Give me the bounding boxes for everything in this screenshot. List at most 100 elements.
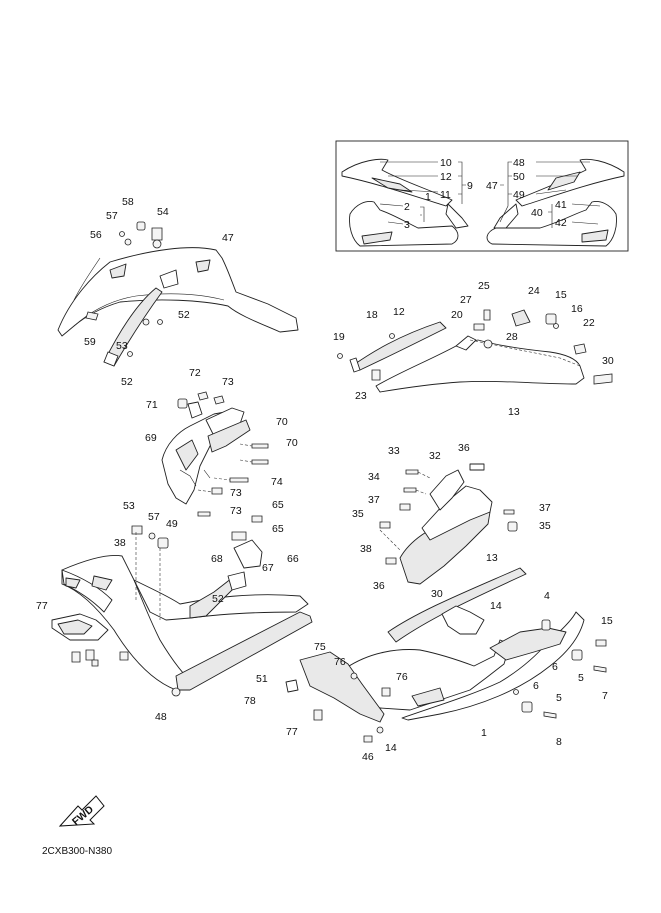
lower-side-panel	[51, 611, 313, 691]
callout: 77	[286, 726, 298, 738]
center-bracket-bolts	[197, 443, 269, 517]
callout: 5	[578, 672, 584, 684]
callout: 35	[352, 508, 364, 520]
callout: 70	[286, 437, 298, 449]
right-duct-assembly	[379, 463, 518, 585]
top-fasteners	[85, 221, 163, 357]
callout: 53	[123, 500, 135, 512]
callout: 32	[429, 450, 441, 462]
callout: 5	[556, 692, 562, 704]
callout: 52	[178, 309, 190, 321]
callout: 49	[513, 189, 525, 201]
callout: 22	[583, 317, 595, 329]
callout: 15	[555, 289, 567, 301]
callout: 11	[440, 189, 451, 201]
side-fasteners	[71, 515, 263, 697]
callout: 66	[287, 553, 299, 565]
upper-cowling	[57, 247, 299, 337]
callout: 76	[396, 671, 408, 683]
callout: 70	[276, 416, 288, 428]
callout: 73	[222, 376, 234, 388]
callout: 20	[451, 309, 463, 321]
callout: 8	[556, 736, 562, 748]
callout: 54	[157, 206, 169, 218]
callout: 52	[212, 593, 224, 605]
callout: 12	[440, 171, 452, 183]
callout: 65	[272, 499, 284, 511]
callout: 41	[555, 199, 567, 211]
center-bracket-assembly	[161, 391, 251, 505]
callout: 47	[486, 180, 498, 192]
callout-labels: 1 2 3 10 12 11 9 47 48 50 49 40 41 42 58…	[36, 157, 614, 763]
callout: 10	[440, 157, 452, 169]
callout: 68	[211, 553, 223, 565]
callout: 36	[458, 442, 470, 454]
callout: 77	[36, 600, 48, 612]
callout: 36	[373, 580, 385, 592]
inner-screen-panel	[103, 287, 163, 367]
bottom-mini-panel	[285, 651, 391, 723]
callout: 76	[334, 656, 346, 668]
callout: 37	[539, 502, 551, 514]
callout: 73	[230, 487, 242, 499]
callout: 16	[571, 303, 583, 315]
callout: 37	[368, 494, 380, 506]
fwd-arrow: FWD	[58, 795, 105, 828]
callout: 71	[146, 399, 158, 411]
callout: 4	[544, 590, 550, 602]
callout: 33	[388, 445, 400, 457]
callout: 6	[552, 661, 558, 673]
callout: 3	[404, 219, 410, 231]
callout: 49	[166, 518, 178, 530]
callout: 30	[431, 588, 443, 600]
callout: 53	[116, 340, 128, 352]
inset-box	[335, 140, 629, 252]
callout: 74	[271, 476, 283, 488]
callout: 59	[84, 336, 96, 348]
callout: 19	[333, 331, 345, 343]
callout: 67	[262, 562, 274, 574]
callout: 40	[531, 207, 543, 219]
callout: 15	[601, 615, 613, 627]
callout: 69	[145, 432, 157, 444]
callout: 13	[508, 406, 520, 418]
callout: 75	[314, 641, 326, 653]
callout: 48	[155, 711, 167, 723]
callout: 13	[486, 552, 498, 564]
callout: 65	[272, 523, 284, 535]
callout: 78	[244, 695, 256, 707]
callout: 12	[393, 306, 405, 318]
callout: 30	[602, 355, 614, 367]
callout: 51	[256, 673, 268, 685]
callout: 7	[602, 690, 608, 702]
callout: 35	[539, 520, 551, 532]
callout: 25	[478, 280, 490, 292]
callout: 56	[90, 229, 102, 241]
callout: 14	[385, 742, 397, 754]
diagram-code: 2CXB300-N380	[42, 846, 112, 857]
callout: 9	[467, 180, 473, 192]
callout: 72	[189, 367, 201, 379]
callout: 42	[555, 217, 567, 229]
callout: 50	[513, 171, 525, 183]
callout: 48	[513, 157, 525, 169]
left-side-cowling	[61, 555, 309, 691]
callout: 1	[481, 727, 487, 739]
callout: 28	[506, 331, 518, 343]
right-upper-cowling	[337, 309, 613, 393]
right-side-cowling	[345, 567, 607, 743]
callout: 52	[121, 376, 133, 388]
callout: 47	[222, 232, 234, 244]
callout: 6	[533, 680, 539, 692]
callout: 38	[114, 537, 126, 549]
callout: 57	[106, 210, 118, 222]
callout: 38	[360, 543, 372, 555]
callout: 2	[404, 201, 410, 213]
callout: 34	[368, 471, 380, 483]
callout: 73	[230, 505, 242, 517]
callout: 46	[362, 751, 374, 763]
callout: 57	[148, 511, 160, 523]
callout: 58	[122, 196, 134, 208]
callout: 1	[425, 191, 431, 203]
